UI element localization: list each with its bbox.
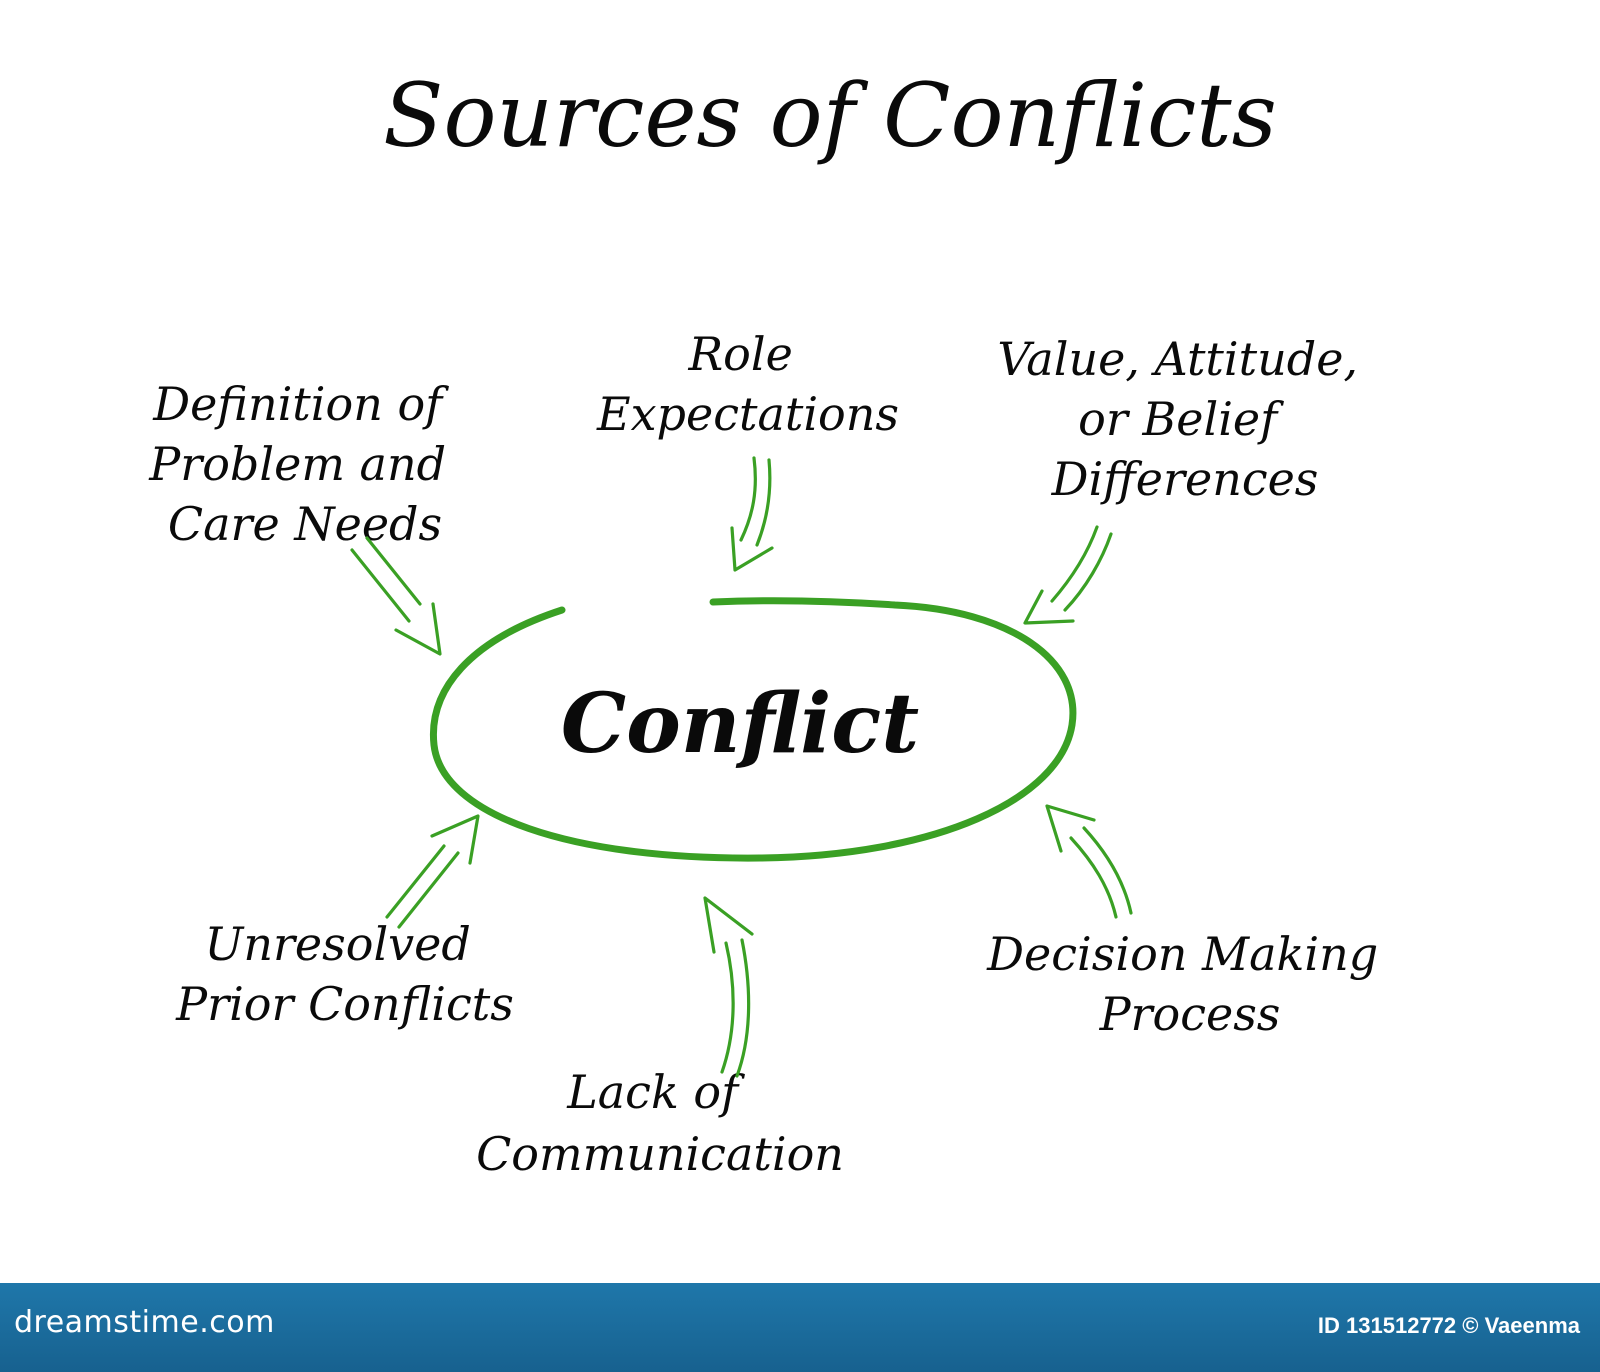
source-decision-line: Decision Making <box>986 927 1378 981</box>
svg-text:Role Expectations: Role Expectations <box>596 327 899 441</box>
center-ellipse <box>429 597 1077 862</box>
source-value-line: or Belief <box>1078 392 1284 446</box>
source-lack-line: Lack of <box>566 1065 745 1119</box>
source-value-line: Differences <box>1051 452 1319 506</box>
arrow-value <box>1023 525 1113 625</box>
svg-text:Lack of Communication: Lack of Communication <box>476 1065 844 1181</box>
svg-text:Value, Attitude, or Be: Value, Attitude, or Belief Differences <box>997 332 1372 506</box>
source-unresolved-line: Unresolved <box>205 917 471 971</box>
footer-credit: ID 131512772 © Vaeenma <box>1317 1313 1580 1338</box>
source-value-line: Value, Attitude, <box>997 332 1358 386</box>
source-definition: Definition of Problem and Care Needs <box>148 377 460 551</box>
diagram-title: Sources of Conflicts <box>383 64 1277 167</box>
source-value: Value, Attitude, or Belief Differences <box>997 332 1372 506</box>
source-decision-line: Process <box>1099 987 1281 1041</box>
source-definition-line: Definition of <box>152 377 449 431</box>
source-definition-line: Problem and <box>148 437 446 491</box>
sources-of-conflicts-diagram: Sources of Conflicts Conflict Definition… <box>148 64 1393 1181</box>
center-label: Conflict <box>561 676 919 772</box>
source-unresolved: Unresolved Prior Conflicts <box>175 917 514 1031</box>
svg-text:Decision Making Proces: Decision Making Process <box>986 927 1393 1041</box>
source-lack-line: Communication <box>476 1127 844 1181</box>
arrow-definition <box>350 536 442 656</box>
source-lack: Lack of Communication <box>476 1065 844 1181</box>
arrow-role <box>730 456 774 572</box>
source-unresolved-line: Prior Conflicts <box>175 977 514 1031</box>
arrow-unresolved <box>385 814 480 929</box>
footer-brand: dreamstime.com <box>14 1305 275 1340</box>
arrow-lack <box>703 896 754 1078</box>
source-definition-line: Care Needs <box>168 497 442 551</box>
source-role-line: Role <box>688 327 793 381</box>
svg-text:Unresolved Prior Confl: Unresolved Prior Conflicts <box>175 917 514 1031</box>
svg-text:Definition of Problem: Definition of Problem and Care Needs <box>148 377 460 551</box>
watermark-footer-bar: dreamstime.com ID 131512772 © Vaeenma <box>0 1283 1600 1372</box>
arrow-decision <box>1045 804 1133 919</box>
source-decision: Decision Making Process <box>986 927 1393 1041</box>
source-role: Role Expectations <box>596 327 899 441</box>
source-role-line: Expectations <box>596 387 899 441</box>
